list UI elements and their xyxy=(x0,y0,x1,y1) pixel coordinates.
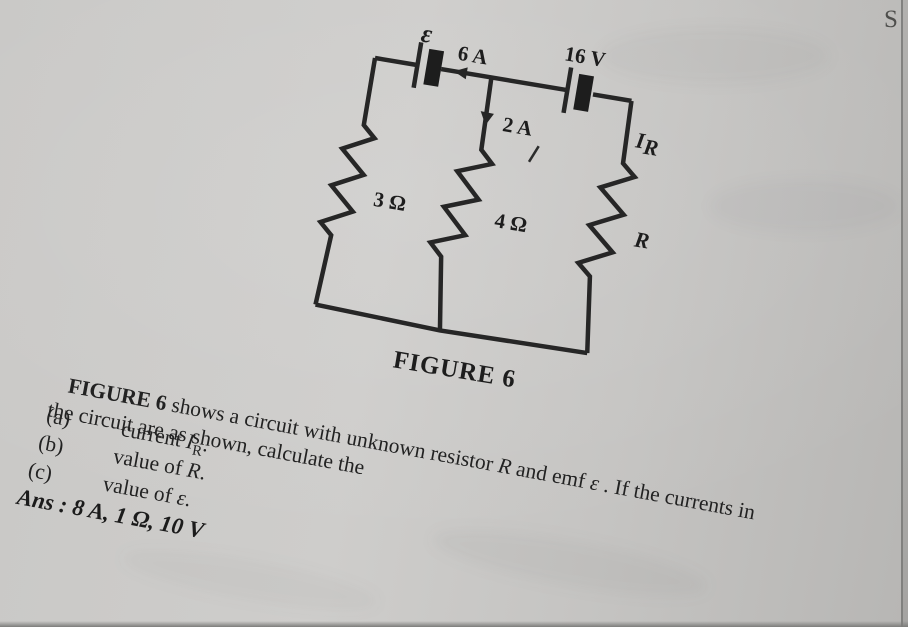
wire-top-right xyxy=(592,92,632,104)
page-edge-line xyxy=(901,0,903,627)
wire-top-left xyxy=(374,55,416,67)
right-battery-short-plate xyxy=(573,73,594,112)
right-current-label: IR xyxy=(632,127,661,161)
print-bleed-smudge xyxy=(600,28,830,84)
middle-resistor-label: 4 Ω xyxy=(493,208,529,237)
cut-off-header-letter: S xyxy=(884,6,898,33)
problem-text: . If the currents in xyxy=(596,471,758,524)
emf-label: ε xyxy=(419,19,435,49)
middle-branch-resistor-4ohm xyxy=(426,77,496,331)
wire-bottom xyxy=(315,302,588,356)
left-resistor-label: 3 Ω xyxy=(372,187,408,216)
left-branch-resistor-3ohm xyxy=(313,57,379,306)
right-current-subscript: R xyxy=(641,134,661,161)
current-arrow-6a-left xyxy=(453,67,468,80)
middle-current-label: 2 A xyxy=(501,112,535,141)
circuit-diagram: ε 6 A 16 V 2 A IR 3 Ω 4 Ω R FIGURE 6 xyxy=(313,19,661,393)
stray-slash-mark xyxy=(527,145,540,163)
right-battery-long-plate xyxy=(561,67,574,114)
current-arrow-2a-down xyxy=(480,111,494,126)
top-current-label: 6 A xyxy=(456,41,490,70)
print-bleed-smudge xyxy=(710,180,900,232)
photo-bottom-shadow xyxy=(0,621,908,627)
emf-battery-short-plate xyxy=(423,48,445,87)
emf-battery-long-plate xyxy=(411,42,424,89)
problem-text: and emf xyxy=(509,455,593,494)
figure-caption: FIGURE 6 xyxy=(391,346,518,393)
right-resistor-label: R xyxy=(632,226,652,253)
right-branch-resistor-R xyxy=(574,100,639,354)
page-edge-shadow xyxy=(903,0,908,627)
